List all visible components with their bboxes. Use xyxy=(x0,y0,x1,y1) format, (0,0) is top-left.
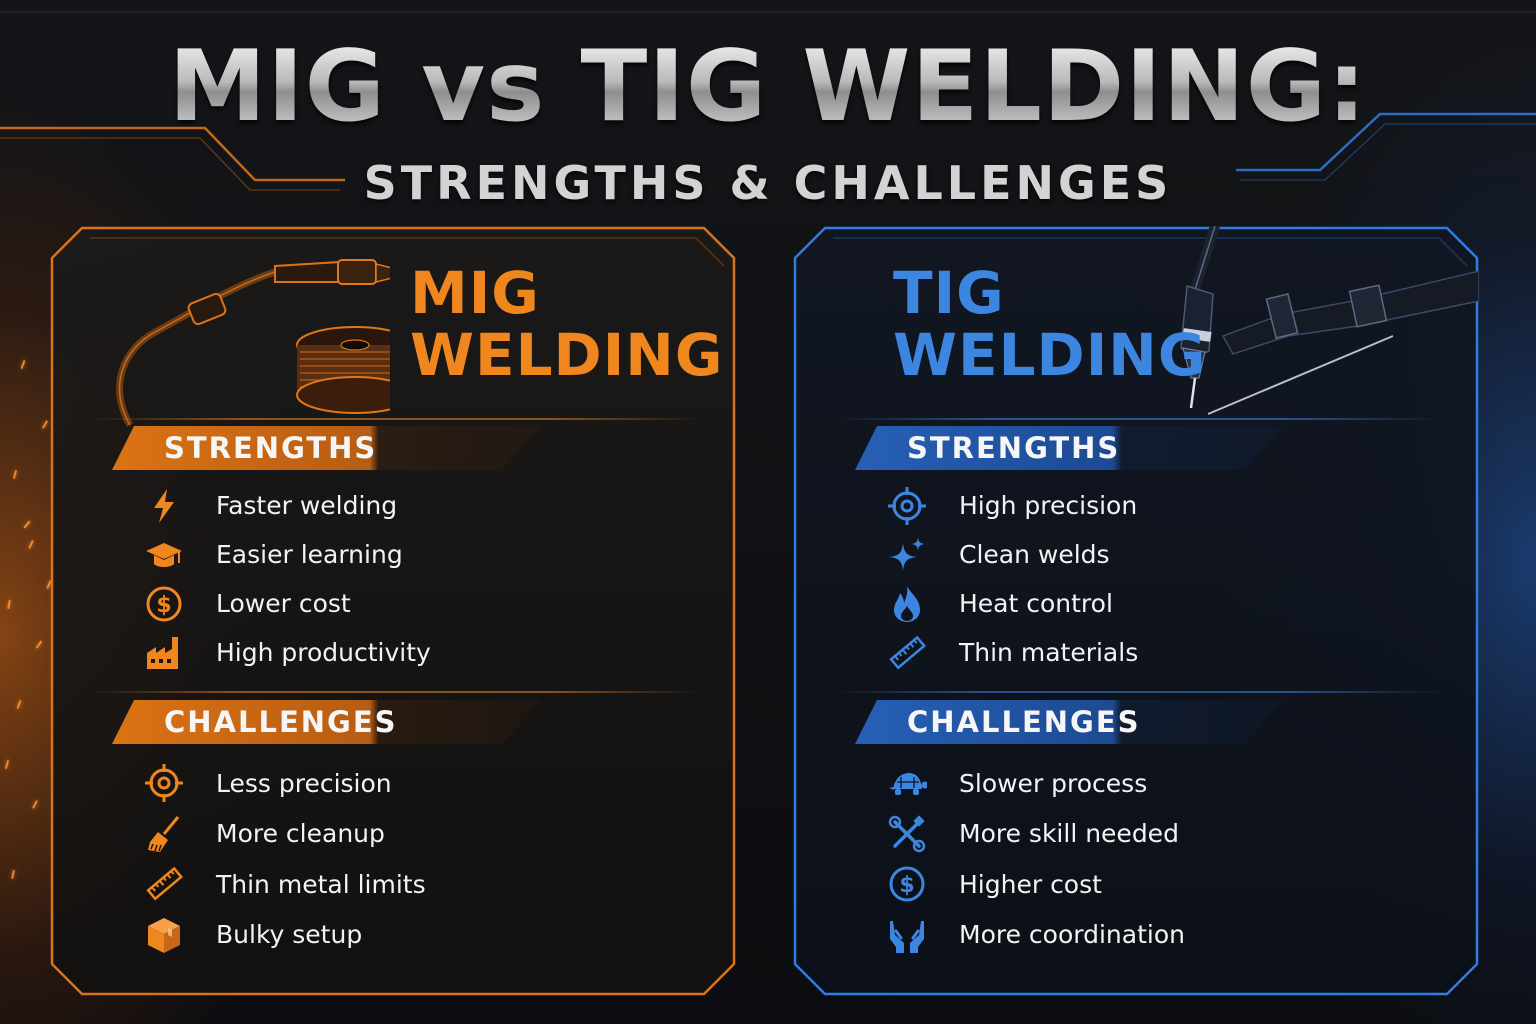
list-item-label: High precision xyxy=(959,491,1138,520)
mig-challenges-label: CHALLENGES xyxy=(164,705,398,739)
tig-strengths-label: STRENGTHS xyxy=(907,431,1121,465)
dollar-icon: $ xyxy=(883,864,931,904)
list-item: Easier learning xyxy=(140,530,700,579)
ruler-icon xyxy=(883,633,931,673)
list-item: Bulky setup xyxy=(140,910,700,961)
list-item: High productivity xyxy=(140,628,700,677)
tig-strengths-list: High precision Clean welds Heat control … xyxy=(883,481,1443,677)
mig-torch-icon xyxy=(116,259,390,427)
list-item: More skill needed xyxy=(883,809,1443,860)
lightning-icon xyxy=(140,486,188,526)
list-item-label: Clean welds xyxy=(959,540,1110,569)
list-item-label: Easier learning xyxy=(216,540,403,569)
list-item-label: Lower cost xyxy=(216,589,351,618)
list-item: Faster welding xyxy=(140,481,700,530)
list-item: Less precision xyxy=(140,758,700,809)
sparkle-icon xyxy=(883,535,931,575)
list-item: Thin metal limits xyxy=(140,859,700,910)
hands-icon xyxy=(883,915,931,955)
mig-divider-bottom xyxy=(90,691,700,693)
list-item-label: Higher cost xyxy=(959,869,1102,899)
tig-challenges-label: CHALLENGES xyxy=(907,705,1141,739)
list-item: Clean welds xyxy=(883,530,1443,579)
list-item: $ Higher cost xyxy=(883,859,1443,910)
dollar-icon: $ xyxy=(140,584,188,624)
list-item-label: More coordination xyxy=(959,920,1185,950)
tig-challenges-banner: CHALLENGES xyxy=(855,700,1285,744)
list-item-label: Thin metal limits xyxy=(216,869,426,899)
list-item: More cleanup xyxy=(140,809,700,860)
mig-heading: MIG WELDING xyxy=(410,262,723,386)
list-item-label: Thin materials xyxy=(959,638,1139,667)
mig-strengths-list: Faster welding Easier learning $ Lower c… xyxy=(140,481,700,677)
mig-heading-line2: WELDING xyxy=(410,321,724,389)
tig-torch-icon xyxy=(1180,226,1479,415)
list-item: Slower process xyxy=(883,758,1443,809)
list-item-label: Slower process xyxy=(959,768,1148,798)
flame-icon xyxy=(883,584,931,624)
list-item: $ Lower cost xyxy=(140,579,700,628)
list-item-label: Heat control xyxy=(959,589,1113,618)
turtle-icon xyxy=(883,763,931,803)
list-item: More coordination xyxy=(883,910,1443,961)
mig-panel: MIG WELDING STRENGTHS Faster welding Eas… xyxy=(50,226,736,996)
list-item-label: More cleanup xyxy=(216,819,385,849)
tig-panel: TIG WELDING STRENGTHS High precision Cle… xyxy=(793,226,1479,996)
list-item-label: More skill needed xyxy=(959,819,1179,849)
target-icon xyxy=(883,486,931,526)
broom-icon xyxy=(140,814,188,854)
mig-strengths-label: STRENGTHS xyxy=(164,431,378,465)
tig-strengths-banner: STRENGTHS xyxy=(855,426,1285,470)
list-item: Thin materials xyxy=(883,628,1443,677)
wrench-screwdriver-icon xyxy=(883,814,931,854)
factory-icon xyxy=(140,633,188,673)
list-item: Heat control xyxy=(883,579,1443,628)
svg-text:$: $ xyxy=(156,593,171,618)
list-item-label: High productivity xyxy=(216,638,431,667)
list-item-label: Faster welding xyxy=(216,491,398,520)
mig-divider-top xyxy=(90,418,700,420)
list-item: High precision xyxy=(883,481,1443,530)
tig-heading-line2: WELDING xyxy=(893,321,1207,389)
tig-challenges-list: Slower process More skill needed $ Highe… xyxy=(883,758,1443,960)
mig-challenges-banner: CHALLENGES xyxy=(112,700,542,744)
tig-heading-line1: TIG xyxy=(893,259,1005,327)
page-title: MIG vs TIG WELDING: xyxy=(0,38,1536,136)
list-item-label: Less precision xyxy=(216,768,392,798)
box-icon xyxy=(140,915,188,955)
mig-strengths-banner: STRENGTHS xyxy=(112,426,542,470)
list-item-label: Bulky setup xyxy=(216,920,363,950)
target-icon xyxy=(140,763,188,803)
mig-heading-line1: MIG xyxy=(410,259,540,327)
graduation-cap-icon xyxy=(140,535,188,575)
page-subtitle: STRENGTHS & CHALLENGES xyxy=(363,156,1173,210)
mig-challenges-list: Less precision More cleanup Thin metal l… xyxy=(140,758,700,960)
tig-divider-top xyxy=(833,418,1443,420)
tig-heading: TIG WELDING xyxy=(893,262,1206,386)
ruler-icon xyxy=(140,864,188,904)
tig-divider-bottom xyxy=(833,691,1443,693)
svg-text:$: $ xyxy=(899,873,914,898)
